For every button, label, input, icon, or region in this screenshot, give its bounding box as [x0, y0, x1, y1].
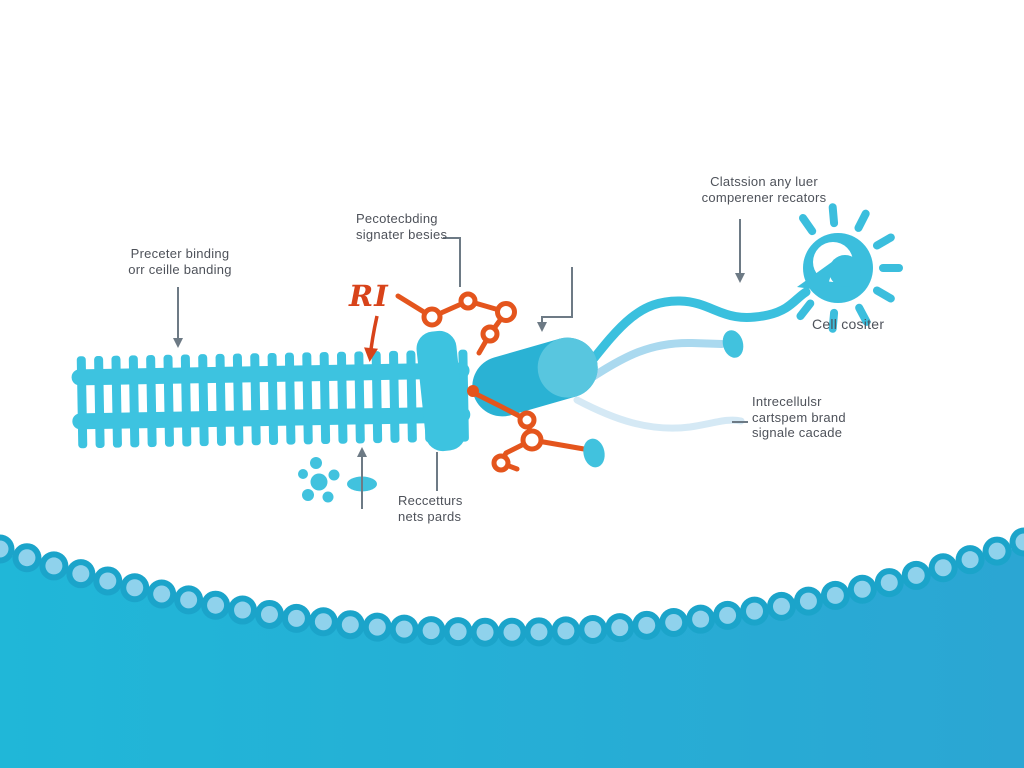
label-line: signale cacade [752, 425, 843, 440]
label-classion-receptors: Clatssion any luer comperener recators [684, 174, 844, 205]
label-line: orr ceille banding [128, 261, 232, 277]
signal-tails [573, 287, 811, 432]
label-line: Intrecellulsr [752, 394, 822, 409]
label-signaling-bodies: Pecotecbding signater besies [356, 211, 447, 242]
label-intracellular-cascade: Intrecellulsr cartspem brand signale cac… [752, 394, 846, 441]
vesicle-ellipse-right [583, 438, 605, 468]
ladder-membrane-shape [71, 349, 471, 449]
molecule-cluster [298, 457, 340, 503]
label-line: nets pards [398, 508, 462, 524]
tail-dark [578, 287, 811, 377]
orange-chain-lower [467, 385, 587, 473]
arrow-ri-red [364, 315, 379, 362]
vesicle-ellipse-tail-end [722, 330, 744, 358]
label-receptor-binding: Preceter binding orr ceille banding [100, 246, 260, 277]
label-line: signater besies [356, 226, 448, 242]
line-signaling-elbow [443, 237, 461, 287]
annotation-lines [173, 219, 748, 509]
receptor-shape [416, 330, 466, 452]
tail-light [573, 396, 745, 432]
cell-rays [796, 203, 903, 333]
arrow-pill-elbow [537, 267, 573, 332]
orange-dot [467, 385, 479, 397]
label-cell-cositer: Cell cositer [812, 316, 885, 332]
tail-mid [581, 338, 726, 386]
orange-chain-upper [395, 291, 517, 356]
label-line: Preceter binding [130, 246, 230, 261]
label-line: comperener recators [701, 189, 827, 205]
label-line: Pecotecbding [356, 211, 438, 226]
label-receptors-parts: Reccetturs nets pards [398, 493, 463, 524]
label-line: Clatssion any luer [710, 174, 818, 189]
membrane-bead-row [0, 527, 1024, 647]
cell-membrane-shape [0, 527, 1024, 768]
pill-shape [472, 337, 598, 417]
label-line: cartspem brand [752, 409, 846, 425]
ri-marker-text: RI [349, 279, 389, 313]
label-line: Reccetturs [398, 493, 463, 508]
cell-sun-shape [796, 203, 903, 333]
